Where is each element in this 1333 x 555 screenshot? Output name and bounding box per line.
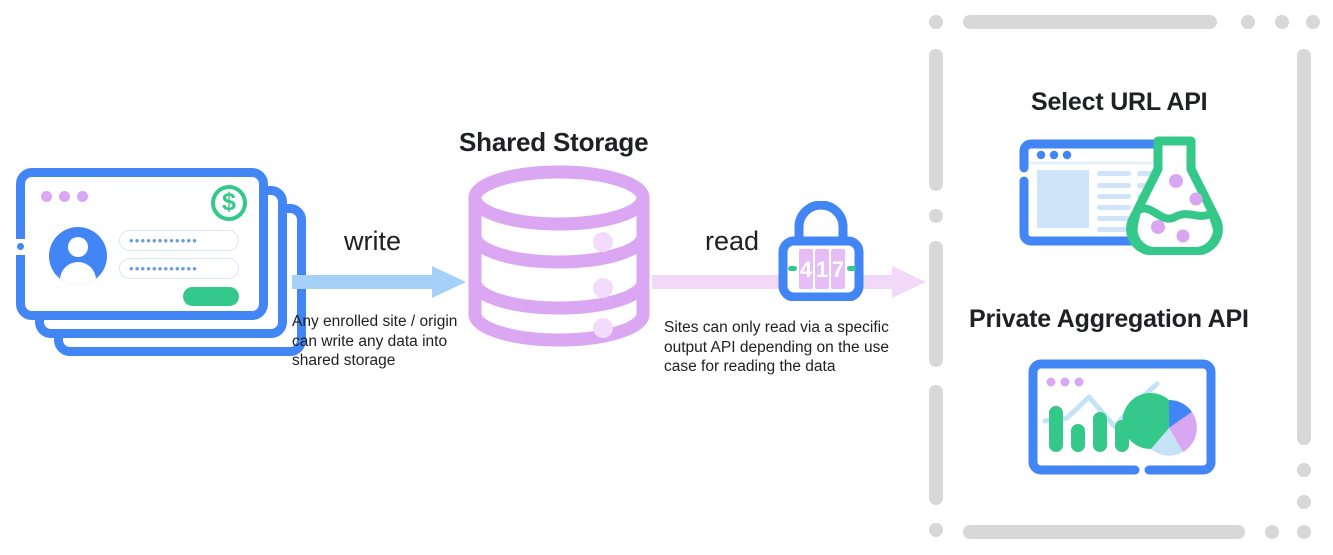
submit-button[interactable] [183, 287, 239, 306]
flask-particle-3 [1151, 220, 1165, 234]
user-avatar-icon [49, 227, 107, 285]
write-description: Any enrolled site / origin can write any… [292, 313, 458, 369]
window-dot-1-icon [41, 191, 52, 202]
lock-digit-1: 4 [800, 257, 813, 282]
password-field-1[interactable]: •••••••••••• [119, 230, 239, 251]
dollar-icon: $ [211, 185, 247, 221]
window-dot-3-icon [77, 191, 88, 202]
avatar-head [68, 237, 88, 257]
avatar-body [60, 262, 96, 285]
select-url-api-title: Select URL API [1031, 88, 1208, 116]
tier-dot-1 [593, 232, 613, 252]
shared-storage-title: Shared Storage [459, 127, 649, 157]
browser-window-with-flask-icon [1019, 136, 1223, 255]
output-api-panel-border [929, 15, 1320, 539]
lock-digit-3: 7 [832, 257, 844, 282]
card-notch-dot [17, 243, 24, 250]
combination-lock-icon: 4 1 7 [778, 201, 864, 301]
dashboard-dot-3-icon [1074, 377, 1084, 387]
flask-particle-1 [1169, 174, 1183, 188]
bar-chart [1049, 406, 1129, 452]
database-cylinder-icon [468, 165, 650, 347]
read-description: Sites can only read via a specific outpu… [664, 319, 889, 375]
dashboard-charts-icon [1028, 359, 1216, 475]
site-card-stack: $ •••••••••••• •••••••••••• [16, 168, 316, 363]
tier-dot-2 [593, 278, 613, 298]
password-field-2[interactable]: •••••••••••• [119, 258, 239, 279]
browser-dot-2-icon [1049, 150, 1059, 160]
pie-chart [1122, 393, 1197, 456]
dashboard-dot-2-icon [1060, 377, 1070, 387]
flask-particle-2 [1189, 192, 1203, 206]
content-block [1037, 170, 1089, 228]
site-card-front: $ •••••••••••• •••••••••••• [16, 168, 268, 320]
dashboard-dot-1-icon [1046, 377, 1056, 387]
read-label: read [705, 226, 760, 256]
green-flask-icon [1126, 136, 1223, 255]
browser-dot-1-icon [1036, 150, 1046, 160]
tier-dot-3 [593, 318, 613, 338]
window-dot-2-icon [59, 191, 70, 202]
lock-digit-2: 1 [816, 257, 828, 282]
browser-dot-3-icon [1062, 150, 1072, 160]
write-arrow-icon [292, 266, 466, 298]
private-aggregation-api-title: Private Aggregation API [969, 305, 1249, 333]
write-label: write [344, 226, 402, 256]
flask-particle-4 [1176, 229, 1190, 243]
